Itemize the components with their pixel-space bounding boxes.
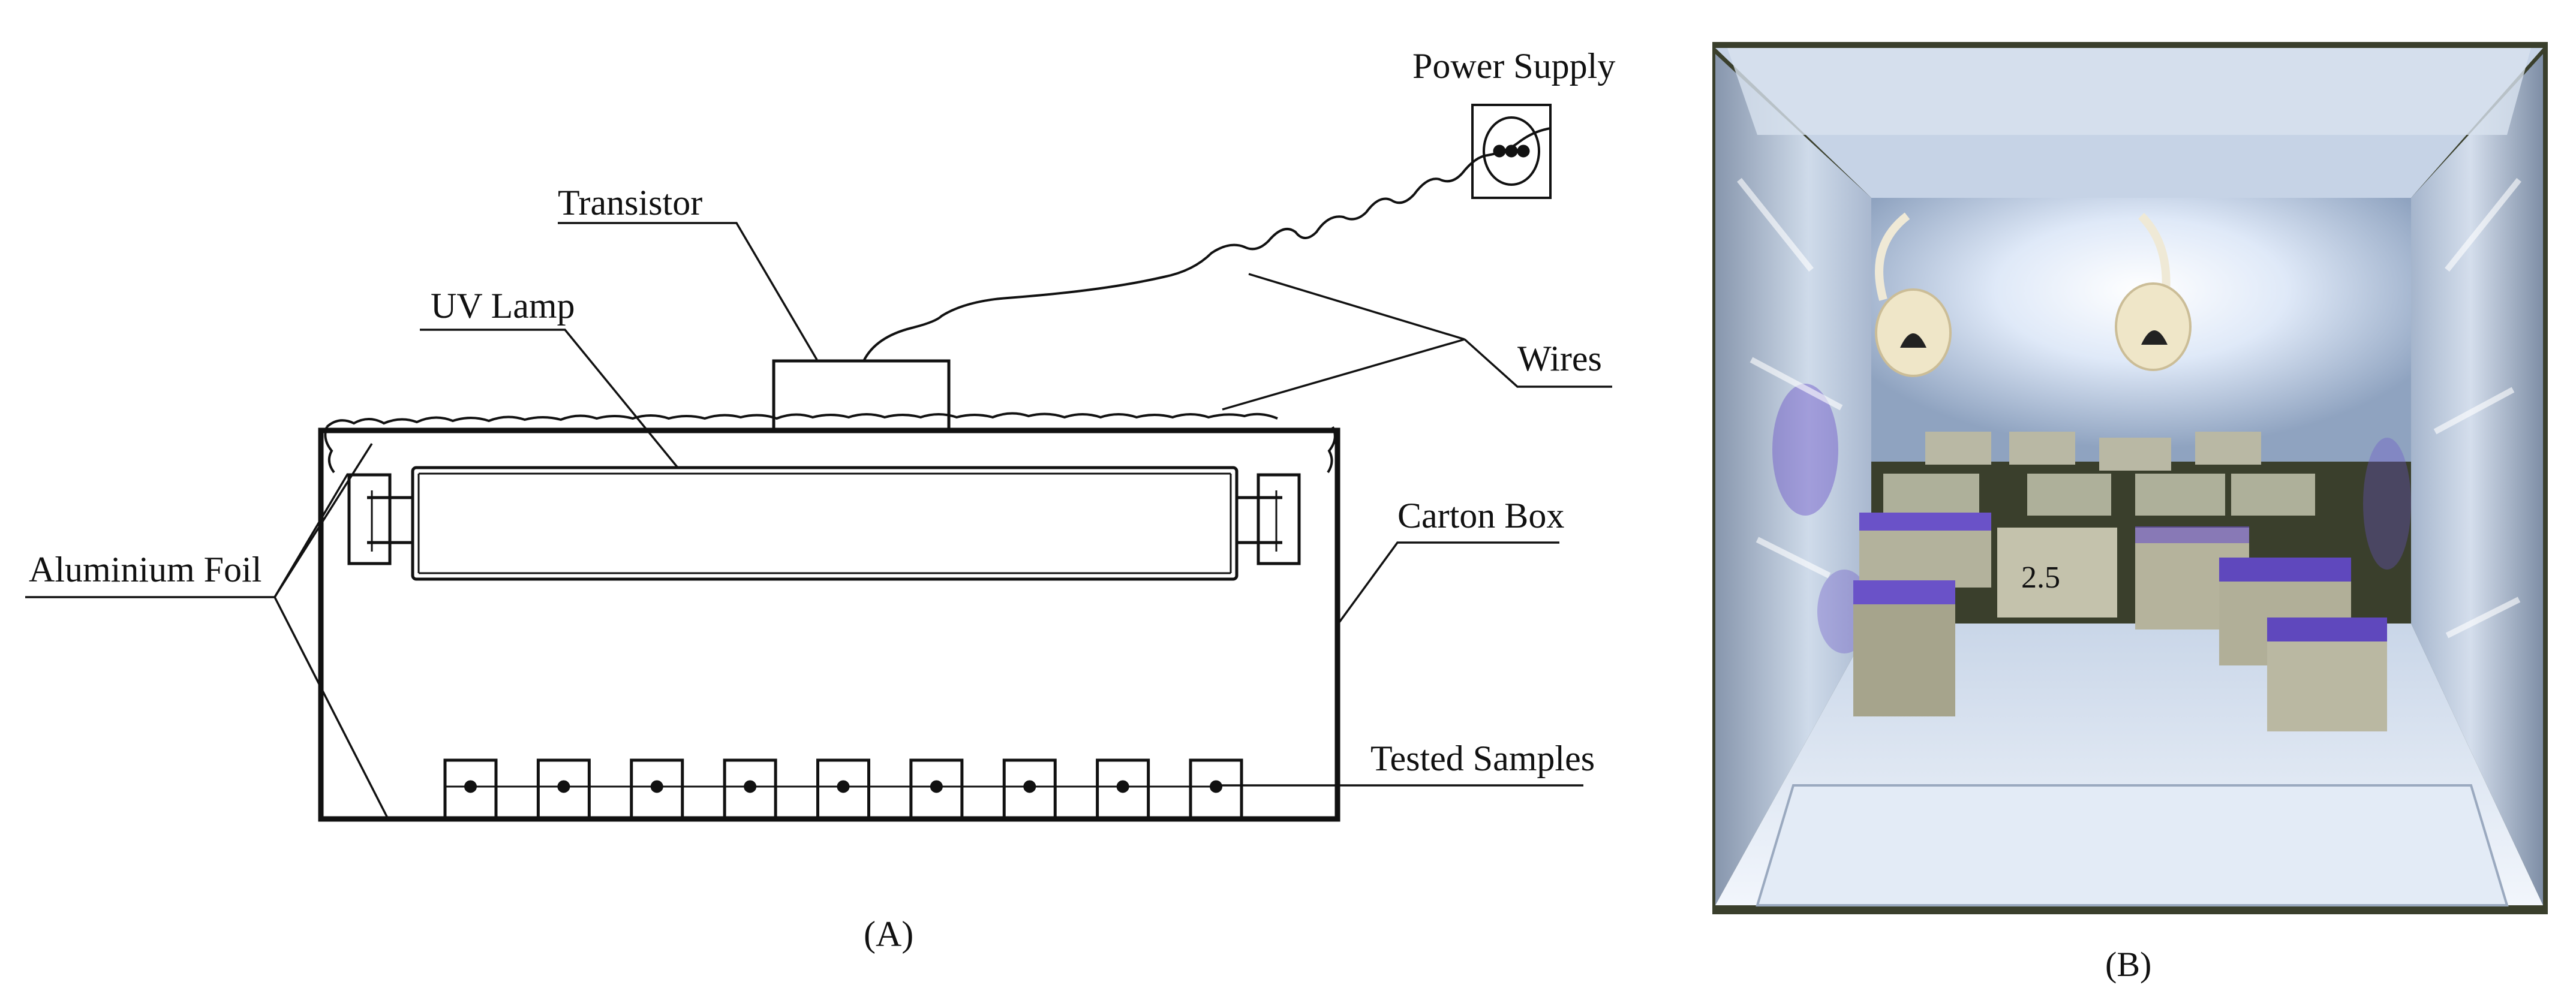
sample-marking: 2.5 — [2021, 561, 2060, 595]
aluminium-foil-right-corner — [1327, 426, 1336, 474]
sample-box — [536, 758, 591, 821]
panel-a-labels: Power Supply Transistor UV Lamp Wires Ca… — [29, 46, 1615, 954]
sample-box — [1002, 758, 1057, 821]
sample-mount-dot — [464, 780, 477, 793]
power-supply-socket — [1471, 104, 1552, 199]
lamp-holder-left — [347, 473, 414, 565]
sample-mount-dot — [1116, 780, 1129, 793]
left-wall-foil — [1715, 54, 1871, 905]
sample-box — [443, 758, 498, 821]
label-transistor: Transistor — [558, 183, 702, 222]
label-carton-box: Carton Box — [1397, 496, 1564, 535]
outlet-pin — [1517, 144, 1530, 158]
schematic-diagram — [25, 104, 1612, 822]
leader-lines — [25, 222, 1612, 820]
sample-mount-dot — [557, 780, 570, 793]
sample-box — [816, 758, 870, 821]
sample-box — [1096, 758, 1150, 821]
sample-mount-dot — [744, 780, 757, 793]
uv-lamp-left — [1875, 212, 1952, 377]
label-aluminium-foil: Aluminium Foil — [29, 550, 261, 589]
caption-a: (A) — [864, 914, 913, 954]
caption-b: (B) — [2105, 945, 2151, 984]
label-power-supply: Power Supply — [1412, 46, 1615, 86]
sample-mount-dot — [1210, 780, 1222, 793]
sample-box — [1189, 758, 1243, 821]
sample-mount-dot — [1023, 780, 1036, 793]
outlet-pin — [1505, 144, 1518, 158]
sample-mount-dot — [837, 780, 850, 793]
aluminium-foil-left-corner — [324, 426, 335, 474]
tested-samples — [443, 758, 1243, 821]
right-wall-foil — [2411, 54, 2543, 905]
sample-mount-dot — [930, 780, 943, 793]
sample-box — [909, 758, 964, 821]
lamp-holder-right — [1236, 473, 1301, 565]
label-wires: Wires — [1517, 339, 1602, 378]
label-tested-samples: Tested Samples — [1370, 739, 1595, 778]
sample-box — [630, 758, 684, 821]
transistor-box — [772, 359, 951, 432]
aluminium-foil-top — [326, 412, 1278, 428]
label-uv-lamp: UV Lamp — [431, 286, 575, 326]
lid-top-flap — [1727, 48, 2531, 135]
sample-mount-dot — [650, 780, 663, 793]
uv-lamp-tube — [411, 466, 1239, 581]
outlet-pin — [1493, 144, 1506, 158]
photo-uv-chamber: 2.5 — [1712, 42, 2548, 914]
front-flap — [1756, 784, 2509, 906]
sample-box — [723, 758, 777, 821]
tested-sample-blocks: 2.5 — [1853, 432, 2387, 731]
uv-lamp-right — [2115, 213, 2192, 371]
power-supply-outlet — [1483, 116, 1540, 186]
power-wire — [862, 127, 1551, 362]
